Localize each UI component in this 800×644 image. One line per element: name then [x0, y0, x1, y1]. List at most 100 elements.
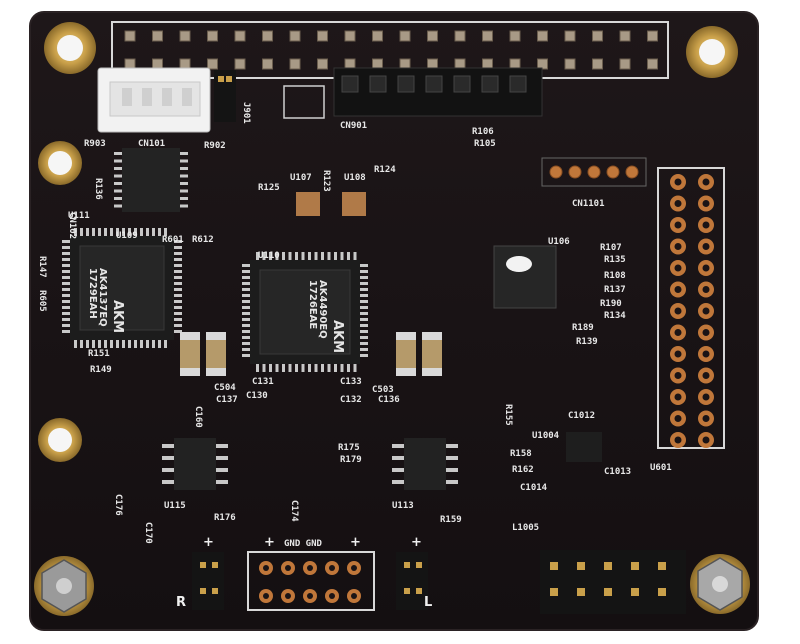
gpio-pin: [207, 30, 218, 42]
pin: [262, 364, 266, 372]
silk-label-u601: U601: [650, 463, 672, 473]
pin: [62, 318, 70, 321]
silk-label-r108: R108: [604, 271, 626, 281]
pin: [550, 562, 558, 570]
pin: [360, 300, 368, 303]
pin: [242, 348, 250, 351]
pin: [295, 364, 298, 372]
pin: [360, 264, 368, 267]
pin: [174, 288, 182, 291]
pin: [360, 276, 368, 279]
pin: [174, 300, 182, 303]
pad-hole: [702, 221, 710, 229]
pin: [308, 364, 311, 372]
pin: [86, 340, 89, 348]
capacitor-cap: [396, 368, 416, 376]
gpio-pin: [399, 30, 411, 42]
pin: [62, 294, 70, 297]
silk-label-r135: R135: [604, 255, 626, 265]
pin: [212, 588, 218, 594]
silk-label-r137: R137: [604, 285, 626, 295]
pin: [174, 324, 182, 327]
pin: [98, 228, 101, 236]
silk-label-r189: R189: [572, 323, 594, 333]
gpio-pin: [124, 30, 136, 42]
silk-plus-marker: +: [264, 535, 275, 550]
pad-hole: [702, 286, 710, 293]
silk-label-r903: R903: [84, 139, 106, 149]
pin: [174, 282, 182, 285]
pin: [62, 276, 70, 279]
pad: [587, 165, 601, 179]
silk-label-c1013: C1013: [604, 467, 631, 477]
right-header-outline: [657, 167, 725, 449]
silk-label-r106: R106: [472, 127, 494, 137]
pin: [98, 340, 101, 348]
socket: [369, 75, 387, 93]
pin: [114, 182, 122, 185]
pin: [62, 252, 70, 255]
silk-label-u1004: U1004: [532, 431, 560, 441]
pin: [140, 340, 143, 348]
pad-hole: [674, 178, 682, 186]
ic-u107: [296, 192, 320, 216]
silk-label-r190: R190: [600, 299, 622, 309]
pin: [128, 340, 131, 348]
pin: [174, 258, 182, 261]
pin: [288, 364, 292, 372]
silk-label-r159: R159: [440, 515, 462, 525]
pin: [74, 340, 77, 348]
pin: [180, 204, 188, 208]
silk-label-c170: C170: [143, 522, 153, 544]
pin: [114, 167, 122, 170]
pin: [180, 152, 188, 155]
silk-label-r123: R123: [321, 170, 331, 192]
pad-hole: [702, 178, 710, 186]
silk-label-r105: R105: [474, 139, 496, 149]
pin: [62, 270, 70, 273]
silk-label-u115: U115: [164, 501, 186, 511]
silk-label-r902: R902: [204, 141, 226, 151]
silk-label-cn101: CN101: [138, 139, 165, 149]
silk-label-u108: U108: [344, 173, 366, 183]
socket: [397, 75, 415, 93]
pin: [62, 264, 70, 267]
pin: [92, 340, 95, 348]
pin: [62, 282, 70, 285]
standoff-nut-bottom-left: [34, 556, 94, 616]
chip-u111-soic: [114, 148, 188, 212]
pin: [174, 264, 182, 267]
pin: [275, 364, 279, 372]
pin: [242, 330, 250, 333]
silk-label-c160: C160: [193, 406, 203, 428]
pin: [180, 167, 188, 170]
pin: [62, 246, 70, 249]
u109-marking-line1: AK4137EQ: [97, 268, 108, 327]
pin: [242, 306, 250, 309]
header-r-output: [192, 552, 224, 610]
gpio-pin: [344, 30, 356, 42]
standoff-nut-bottom-right: [690, 554, 750, 614]
silk-label-r158: R158: [510, 449, 532, 459]
silk-label-c504: C504: [214, 383, 236, 393]
pin: [174, 294, 182, 297]
pin: [174, 276, 182, 279]
pin: [200, 562, 206, 568]
pin: [416, 588, 422, 594]
ic-u108: [342, 192, 366, 216]
pin: [256, 364, 259, 372]
gpio-pin: [427, 30, 438, 42]
pad-hole: [307, 593, 313, 599]
pin: [550, 588, 558, 596]
pin: [180, 182, 188, 185]
gpio-pin: [372, 30, 383, 42]
pin: [446, 456, 458, 460]
pin: [301, 364, 305, 372]
silk-plus-marker: +: [350, 535, 361, 550]
pad-hole: [702, 307, 710, 315]
pin: [146, 228, 149, 236]
u110-marking-logo: AKM: [330, 320, 345, 353]
gpio-pin: [592, 30, 603, 42]
gpio-pin: [317, 58, 328, 70]
